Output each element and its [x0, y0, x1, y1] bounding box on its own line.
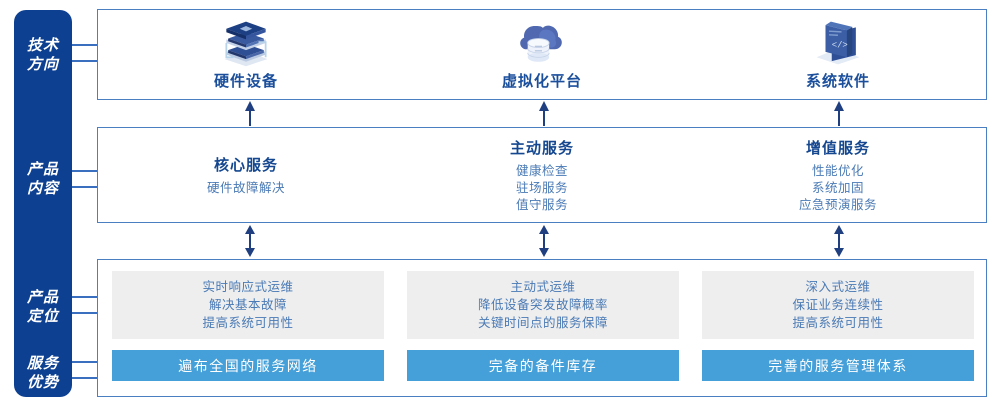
content-title-core: 核心服务 [213, 156, 278, 174]
tech-label-hardware: 硬件设备 [213, 73, 278, 90]
connector-position-bottom [72, 312, 98, 314]
position-line: 关键时间点的服务保障 [477, 316, 608, 330]
position-box-deep: 深入式运维 保证业务连续性 提高系统可用性 [702, 271, 974, 339]
content-column-value-added[interactable]: 增值服务 性能优化 系统加固 应急预演服务 [690, 128, 986, 222]
arrow-up-icon [834, 101, 844, 126]
section-tech-direction: 硬件设备 虚拟化平台 [97, 9, 987, 100]
server-stack-icon [224, 21, 268, 67]
connector-position-top [72, 296, 98, 298]
position-line: 保证业务连续性 [792, 298, 884, 312]
rail-item-tech-direction: 技术 方向 [14, 36, 72, 74]
arrow-up-down-icon [245, 225, 255, 257]
tech-label-system-software: 系统软件 [805, 73, 870, 90]
content-item: 系统加固 [811, 180, 864, 195]
position-line: 实时响应式运维 [202, 280, 294, 294]
rail-label-line: 产品 [26, 289, 59, 306]
arrow-up-icon [245, 101, 255, 126]
content-item: 值守服务 [515, 197, 568, 212]
bottom-column-proactive[interactable]: 主动式运维 降低设备突发故障概率 关键时间点的服务保障 完备的备件库存 [407, 271, 679, 381]
cloud-database-icon [520, 25, 562, 62]
svg-text:</>: </> [832, 40, 848, 50]
rail-item-product-content: 产品 内容 [14, 160, 72, 198]
bottom-column-realtime[interactable]: 实时响应式运维 解决基本故障 提高系统可用性 遍布全国的服务网络 [112, 271, 384, 381]
tech-column-virtualization[interactable]: 虚拟化平台 [394, 10, 690, 99]
rail-label-line: 方向 [26, 56, 59, 73]
connector-tech-bottom [72, 60, 98, 62]
position-box-realtime: 实时响应式运维 解决基本故障 提高系统可用性 [112, 271, 384, 339]
rail-label-line: 服务 [26, 355, 59, 372]
rail-label-line: 优势 [26, 374, 59, 391]
rail-item-service-advantage: 服务 优势 [14, 354, 72, 392]
tech-column-system-software[interactable]: </> 系统软件 [690, 10, 986, 99]
code-laptop-icon: </> [816, 21, 860, 65]
section-position-and-advantage: 实时响应式运维 解决基本故障 提高系统可用性 遍布全国的服务网络 主动式运维 降… [97, 259, 987, 397]
position-line: 降低设备突发故障概率 [477, 298, 608, 312]
connector-content-bottom [72, 186, 98, 188]
content-item: 健康检查 [515, 163, 568, 178]
content-column-proactive[interactable]: 主动服务 健康检查 驻场服务 值守服务 [394, 128, 690, 222]
position-box-proactive: 主动式运维 降低设备突发故障概率 关键时间点的服务保障 [407, 271, 679, 339]
tech-label-virtualization: 虚拟化平台 [501, 73, 582, 90]
bottom-column-deep[interactable]: 深入式运维 保证业务连续性 提高系统可用性 完善的服务管理体系 [702, 271, 974, 381]
content-item: 应急预演服务 [798, 197, 877, 212]
connector-advantage-top [72, 361, 98, 363]
section-product-content: 核心服务 硬件故障解决 主动服务 健康检查 驻场服务 值守服务 增值服务 性能优… [97, 127, 987, 223]
content-item: 性能优化 [811, 163, 864, 178]
content-item: 硬件故障解决 [206, 180, 285, 195]
category-rail: 技术 方向 产品 内容 产品 定位 服务 优势 [14, 10, 72, 397]
rail-label-line: 定位 [26, 308, 59, 325]
rail-label-line: 技术 [26, 37, 59, 54]
arrow-up-icon [539, 101, 549, 126]
rail-label-line: 产品 [26, 161, 59, 178]
connector-content-top [72, 170, 98, 172]
advantage-band-management-system[interactable]: 完善的服务管理体系 [702, 350, 974, 381]
position-line: 主动式运维 [510, 280, 576, 294]
position-line: 提高系统可用性 [792, 316, 884, 330]
content-title-value-added: 增值服务 [805, 139, 870, 157]
arrow-up-down-icon [539, 225, 549, 257]
position-line: 深入式运维 [805, 280, 871, 294]
position-line: 提高系统可用性 [202, 316, 294, 330]
rail-label-line: 内容 [26, 180, 59, 197]
content-item: 驻场服务 [515, 180, 568, 195]
content-title-proactive: 主动服务 [509, 139, 574, 157]
rail-item-product-position: 产品 定位 [14, 288, 72, 326]
content-column-core[interactable]: 核心服务 硬件故障解决 [98, 128, 394, 222]
advantage-band-spare-parts[interactable]: 完备的备件库存 [407, 350, 679, 381]
advantage-band-service-network[interactable]: 遍布全国的服务网络 [112, 350, 384, 381]
arrow-up-down-icon [834, 225, 844, 257]
position-line: 解决基本故障 [208, 298, 287, 312]
connector-advantage-bottom [72, 377, 98, 379]
connector-tech-top [72, 44, 98, 46]
tech-column-hardware[interactable]: 硬件设备 [98, 10, 394, 99]
